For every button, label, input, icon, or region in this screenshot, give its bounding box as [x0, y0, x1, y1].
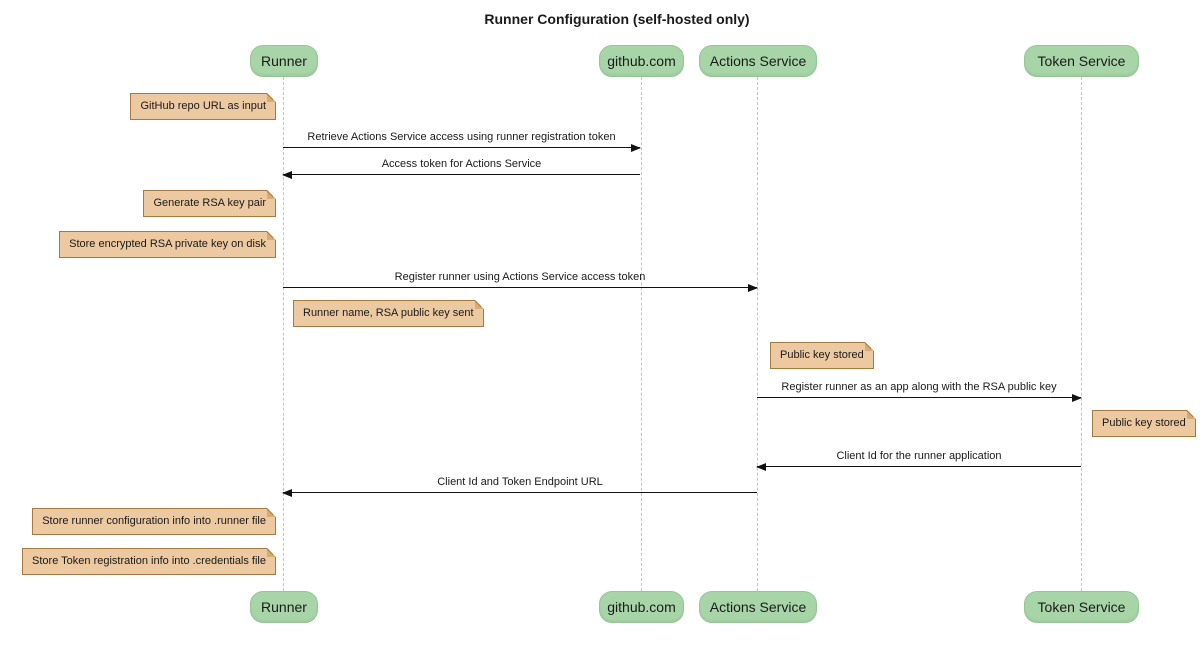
- note-store-runner-config: Store runner configuration info into .ru…: [32, 508, 276, 535]
- message-client-id-token-endpoint: Client Id and Token Endpoint URL: [282, 475, 757, 497]
- participant-bottom-actions-service: Actions Service: [699, 591, 817, 623]
- lifeline-runner: [283, 77, 284, 591]
- participant-bottom-runner: Runner: [250, 591, 318, 623]
- participant-bottom-github-com: github.com: [599, 591, 684, 623]
- message-client-id-runner-app: Client Id for the runner application: [756, 449, 1081, 471]
- lifeline-token-service: [1081, 77, 1082, 591]
- message-label: Register runner using Actions Service ac…: [394, 271, 646, 283]
- arrow-left-icon: [282, 171, 640, 179]
- arrow-right-icon: [757, 394, 1082, 402]
- message-label: Register runner as an app along with the…: [781, 381, 1057, 393]
- lifeline-actions-service: [757, 77, 758, 591]
- note-store-token-registration: Store Token registration info into .cred…: [22, 548, 276, 575]
- participant-top-token-service: Token Service: [1024, 45, 1139, 77]
- message-label: Access token for Actions Service: [381, 158, 542, 170]
- lifeline-github-com: [641, 77, 642, 591]
- diagram-title: Runner Configuration (self-hosted only): [484, 11, 750, 27]
- note-runner-name-public-key: Runner name, RSA public key sent: [293, 300, 484, 327]
- note-github-repo-url-input: GitHub repo URL as input: [130, 93, 276, 120]
- message-retrieve-actions-access: Retrieve Actions Service access using ru…: [283, 130, 641, 152]
- participant-top-actions-service: Actions Service: [699, 45, 817, 77]
- participant-top-github-com: github.com: [599, 45, 684, 77]
- note-public-key-stored-actions: Public key stored: [770, 342, 874, 369]
- participant-bottom-token-service: Token Service: [1024, 591, 1139, 623]
- note-public-key-stored-token: Public key stored: [1092, 410, 1196, 437]
- message-register-runner-as-app: Register runner as an app along with the…: [757, 380, 1082, 402]
- arrow-left-icon: [756, 463, 1081, 471]
- message-label: Client Id for the runner application: [836, 450, 1002, 462]
- arrow-right-icon: [283, 144, 641, 152]
- participant-top-runner: Runner: [250, 45, 318, 77]
- note-store-encrypted-rsa-key: Store encrypted RSA private key on disk: [59, 231, 276, 258]
- message-register-runner: Register runner using Actions Service ac…: [283, 270, 758, 292]
- message-label: Client Id and Token Endpoint URL: [437, 476, 603, 488]
- message-access-token: Access token for Actions Service: [282, 157, 640, 179]
- arrow-right-icon: [283, 284, 758, 292]
- note-generate-rsa-key-pair: Generate RSA key pair: [143, 190, 276, 217]
- message-label: Retrieve Actions Service access using ru…: [307, 131, 616, 143]
- arrow-left-icon: [282, 489, 757, 497]
